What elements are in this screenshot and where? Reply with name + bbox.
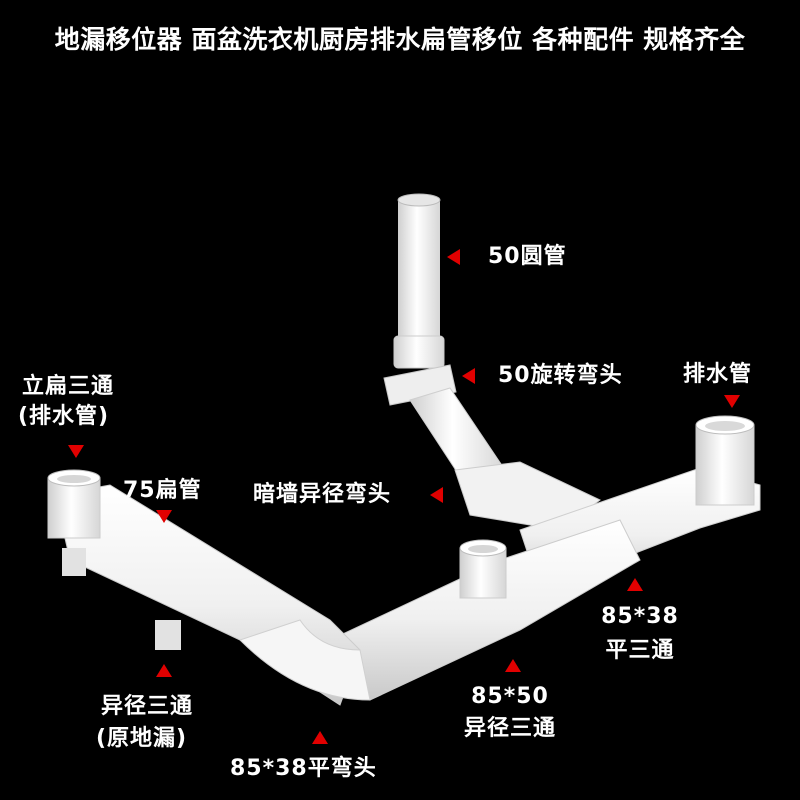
flat-pipe-left-run — [47, 469, 371, 706]
label-drain-pipe: 排水管 — [683, 362, 753, 387]
label-flat-tee-85x38-line2: 平三通 — [605, 638, 675, 663]
label-reducer-tee-85x50-line1: 85*50 — [471, 684, 549, 709]
arrow-drain-pipe — [724, 395, 740, 408]
label-vertical-flat-tee-line2: (排水管) — [18, 404, 110, 429]
label-round-pipe-50: 50圆管 — [488, 244, 567, 269]
arrow-reducer-tee-85x50 — [505, 659, 521, 672]
arrow-flat-elbow-85x38 — [312, 731, 328, 744]
label-reducer-tee-line1: 异径三通 — [101, 694, 194, 719]
label-flat-pipe-75: 75扁管 — [123, 478, 202, 503]
arrow-concealed-reducer-elbow — [430, 487, 443, 503]
headline: 地漏移位器 面盆洗衣机厨房排水扁管移位 各种配件 规格齐全 — [54, 25, 746, 54]
label-reducer-tee-85x50-line2: 异径三通 — [463, 716, 556, 741]
label-swivel-elbow-50: 50旋转弯头 — [498, 363, 623, 388]
label-flat-elbow-85x38: 85*38平弯头 — [230, 756, 377, 781]
arrow-flat-pipe-75 — [156, 510, 172, 523]
label-vertical-flat-tee-line1: 立扁三通 — [22, 374, 115, 399]
label-reducer-tee-line2: (原地漏) — [96, 726, 188, 751]
arrow-reducer-tee — [156, 664, 172, 677]
arrow-round-pipe-50 — [447, 249, 460, 265]
arrow-vertical-flat-tee — [68, 445, 84, 458]
arrow-flat-tee-85x38 — [627, 578, 643, 591]
swivel-elbow-50 — [383, 364, 506, 493]
round-pipe-50 — [393, 193, 445, 369]
label-concealed-reducer-elbow: 暗墙异径弯头 — [253, 482, 392, 507]
arrow-swivel-elbow-50 — [462, 368, 475, 384]
label-flat-tee-85x38-line1: 85*38 — [601, 604, 679, 629]
